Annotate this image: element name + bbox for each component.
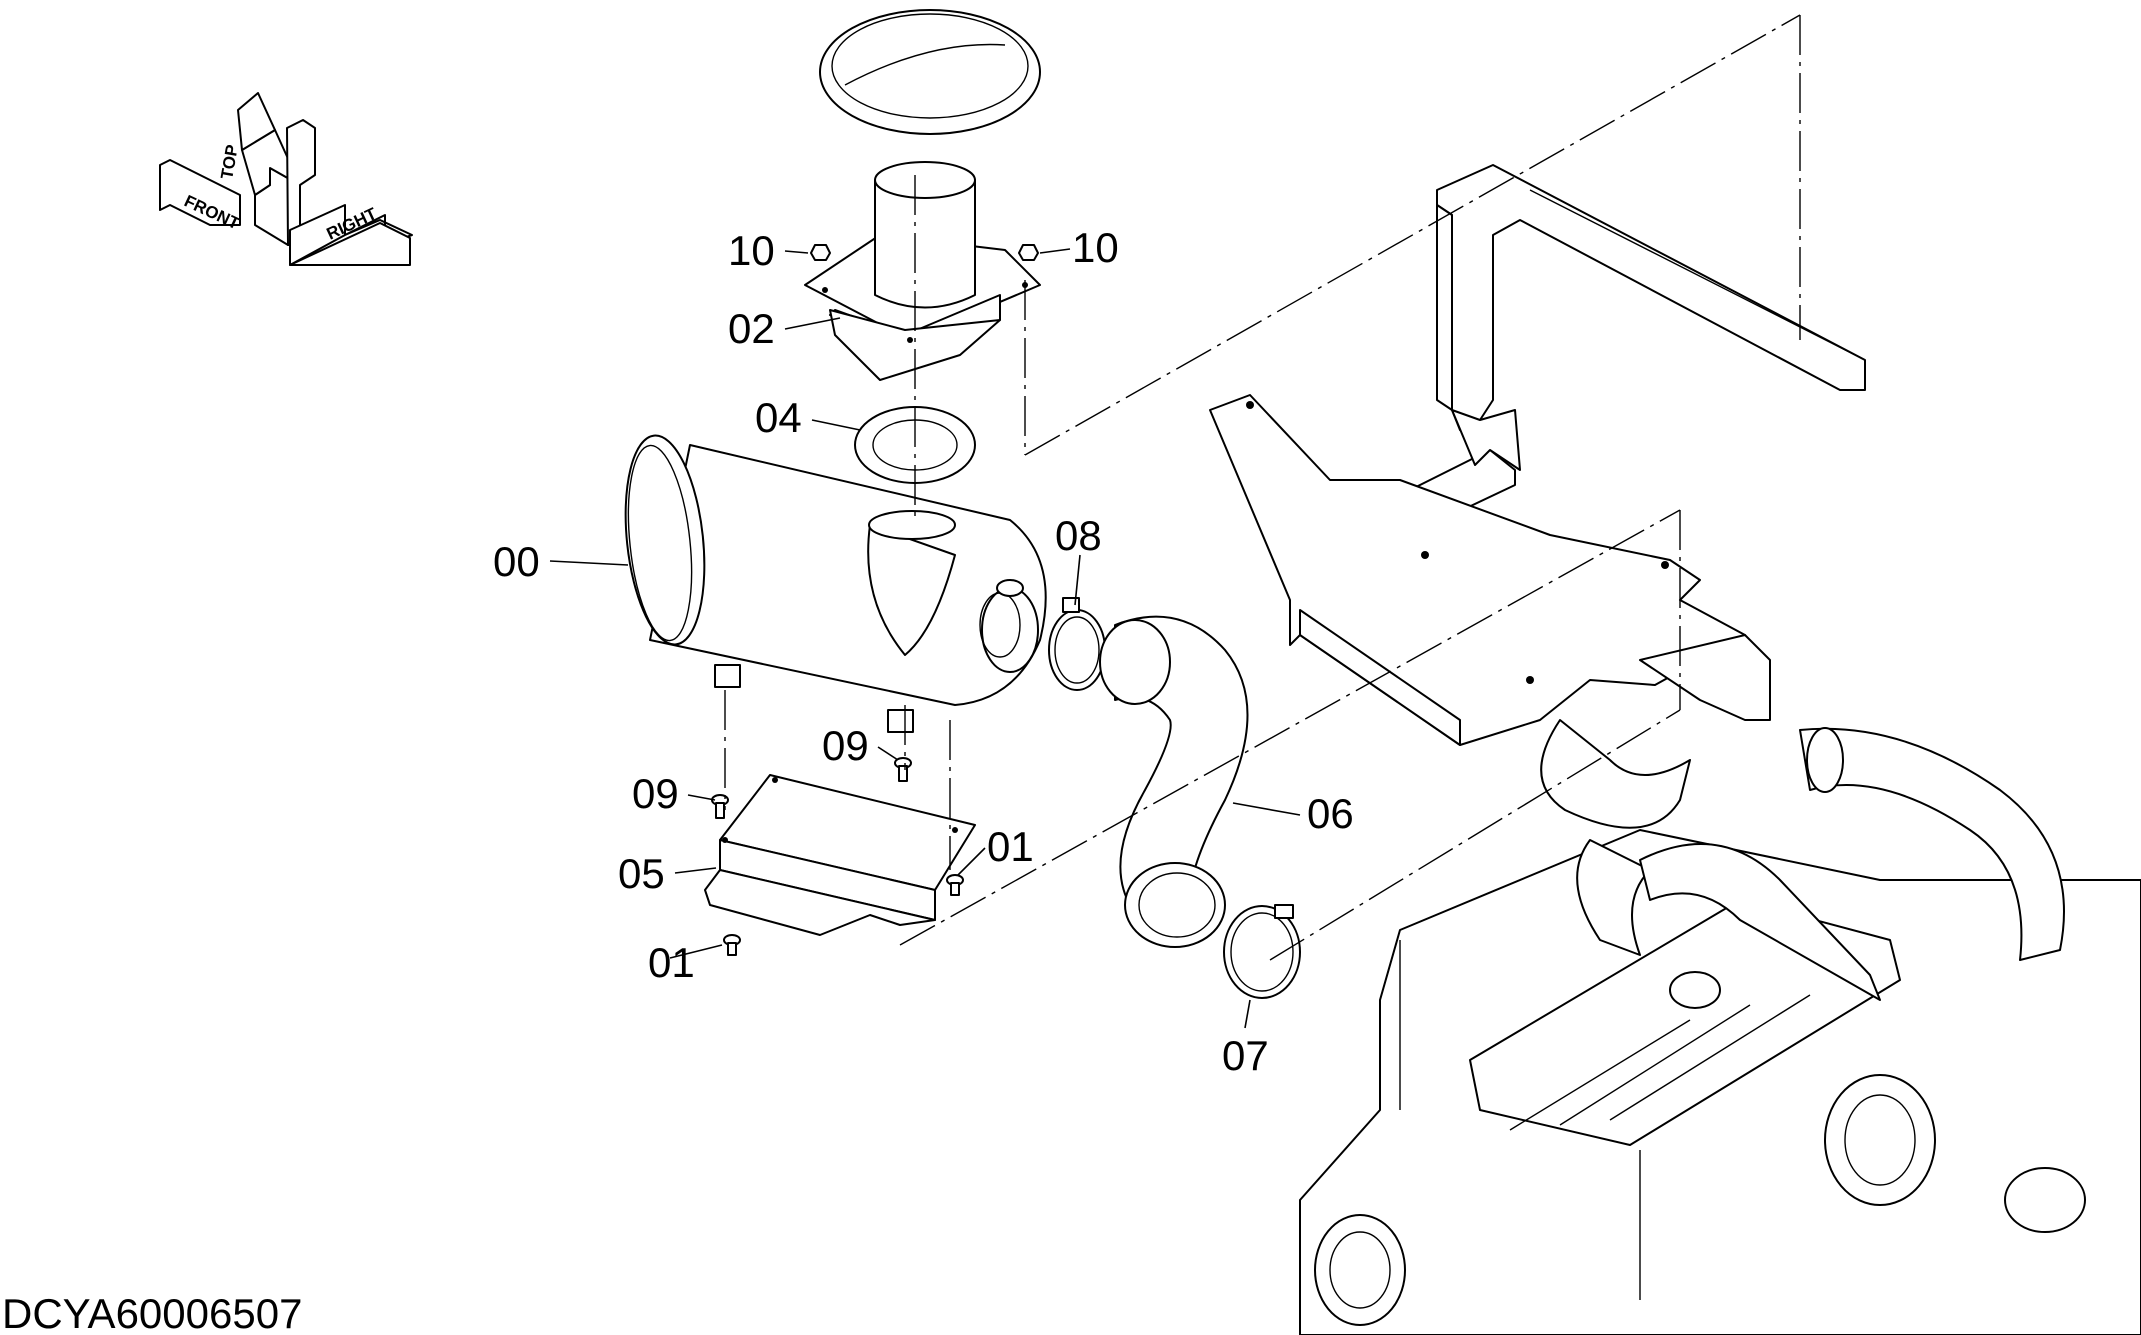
bolt-01-right — [946, 874, 964, 896]
support-frame — [1399, 164, 1866, 531]
callout-leaders — [549, 248, 1301, 1029]
rain-cap — [819, 9, 1041, 135]
air-cleaner — [624, 434, 1047, 733]
orientation-top-label: TOP — [217, 143, 242, 180]
callout-01-bottom: 01 — [648, 939, 695, 986]
hose-clamp-08 — [1048, 597, 1106, 691]
bolt-10-left — [810, 244, 831, 261]
callout-02: 02 — [728, 305, 775, 352]
callout-01-right: 01 — [987, 823, 1034, 870]
callout-04: 04 — [755, 394, 802, 441]
intake-hose — [1099, 615, 1249, 948]
callout-09-right: 09 — [822, 722, 869, 769]
orientation-arrows: FRONT TOP RIGHT — [159, 92, 413, 266]
mounting-bracket — [704, 774, 976, 936]
callout-10-right: 10 — [1072, 224, 1119, 271]
callout-labels: 00 01 01 02 04 05 06 07 08 09 09 10 10 — [493, 224, 1354, 1079]
hose-clamp-07 — [1223, 904, 1301, 999]
bolt-01-bottom — [723, 934, 741, 956]
bolt-09-right — [894, 757, 912, 782]
bolts — [711, 244, 1039, 956]
callout-07: 07 — [1222, 1032, 1269, 1079]
callout-10-left: 10 — [728, 227, 775, 274]
assembly-lines — [724, 14, 1801, 961]
callout-06: 06 — [1307, 790, 1354, 837]
engine-assembly — [1299, 719, 2141, 1335]
callout-08: 08 — [1055, 512, 1102, 559]
callout-05: 05 — [618, 850, 665, 897]
callout-00: 00 — [493, 538, 540, 585]
callout-09-left: 09 — [632, 770, 679, 817]
drawing-id: DCYA60006507 — [2, 1290, 302, 1335]
inlet-adapter — [804, 161, 1041, 381]
bolt-10-right — [1018, 244, 1039, 261]
